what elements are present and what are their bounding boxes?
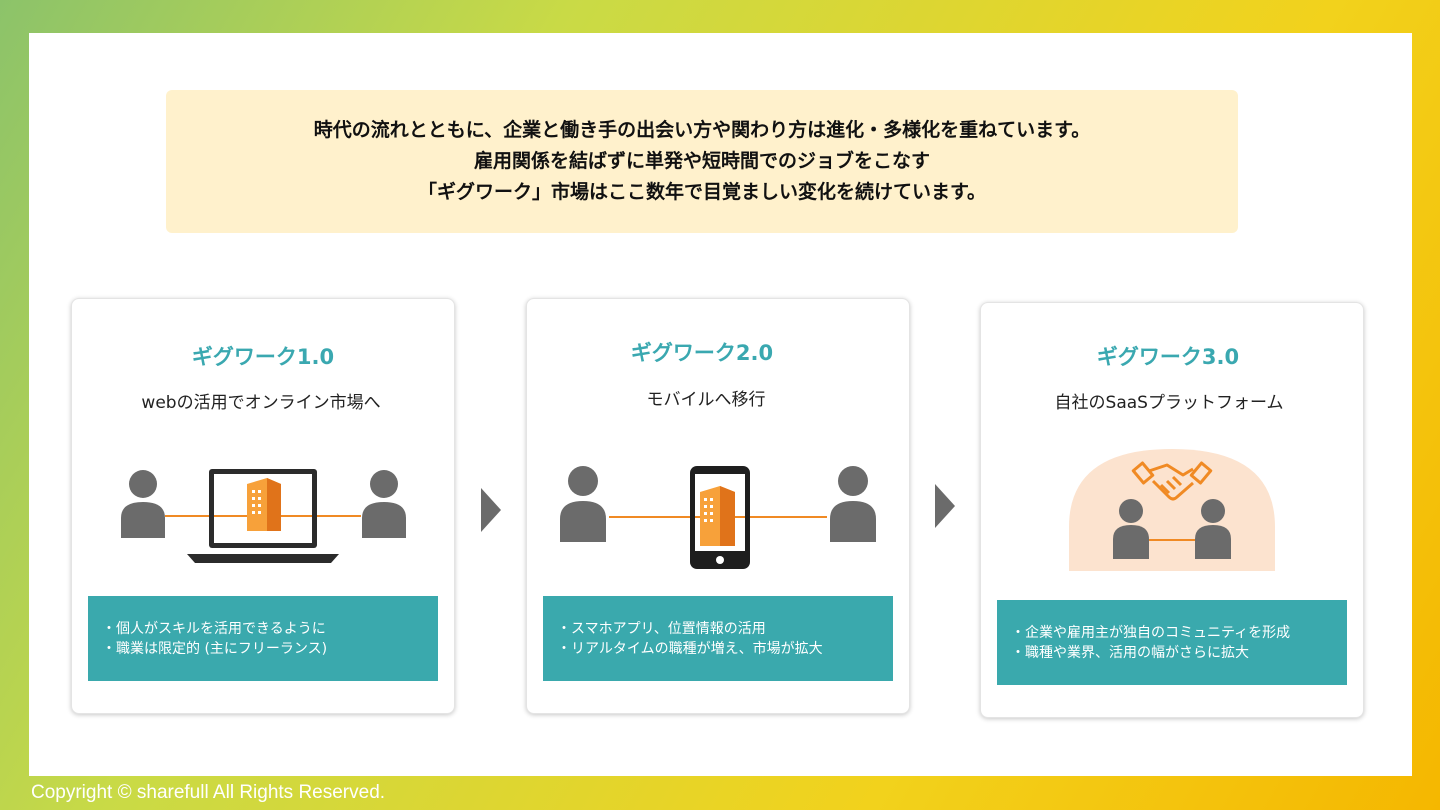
smartphone-connecting-people-icon [560,466,876,569]
intro-line-1: 時代の流れとともに、企業と働き手の出会い方や関わり方は進化・多様化を重ねています… [313,119,1091,141]
bullet-2: ・リアルタイムの職種が増え、市場が拡大 [557,640,823,657]
copyright-text: Copyright © sharefull All Rights Reserve… [31,782,386,803]
bullet-1: ・企業や雇用主が独自のコミュニティを形成 [1011,624,1291,641]
chevron-right-icon [481,488,501,532]
laptop-connecting-people-icon [121,469,406,563]
card-subtitle: webの活用でオンライン市場へ [141,393,381,413]
card-title: ギグワーク2.0 [630,341,774,365]
card-bullet-box: ・スマホアプリ、位置情報の活用 ・リアルタイムの職種が増え、市場が拡大 [543,596,893,681]
card-title: ギグワーク3.0 [1096,345,1240,369]
intro-banner: 時代の流れとともに、企業と働き手の出会い方や関わり方は進化・多様化を重ねています… [166,90,1238,233]
bullet-2: ・職業は限定的 (主にフリーランス) [102,640,328,657]
gigwork-3-card: ギグワーク3.0 自社のSaaSプラットフォーム ・企業や雇用主が独自のコミュニ… [980,302,1364,718]
gigwork-1-card: ギグワーク1.0 webの活用でオンライン市場へ ・個人がスキルを活用できるよう… [71,298,455,714]
intro-line-3: 「ギグワーク」市場はここ数年で目覚ましい変化を続けています。 [417,181,987,203]
intro-line-2: 雇用関係を結ばずに単発や短時間でのジョブをこなす [473,150,930,172]
gigwork-2-card: ギグワーク2.0 モバイルへ移行 ・スマホアプリ、位置情報の活用 ・リアルタイム… [526,298,910,714]
bullet-2: ・職種や業界、活用の幅がさらに拡大 [1011,644,1249,661]
card-title: ギグワーク1.0 [191,345,335,369]
handshake-community-icon [1069,449,1275,571]
bullet-1: ・スマホアプリ、位置情報の活用 [557,620,766,637]
card-subtitle: 自社のSaaSプラットフォーム [1054,393,1284,413]
chevron-right-icon [935,484,955,528]
card-bullet-box: ・企業や雇用主が独自のコミュニティを形成 ・職種や業界、活用の幅がさらに拡大 [997,600,1347,685]
card-bullet-box: ・個人がスキルを活用できるように ・職業は限定的 (主にフリーランス) [88,596,438,681]
card-subtitle: モバイルへ移行 [646,390,766,410]
bullet-1: ・個人がスキルを活用できるように [102,620,326,637]
